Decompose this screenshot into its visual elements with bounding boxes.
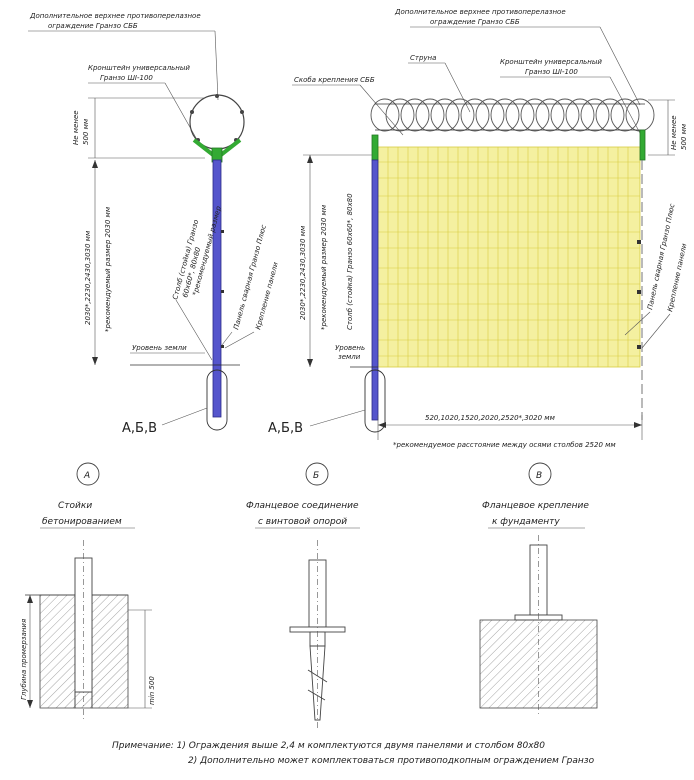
left-footing [206,369,228,431]
detail-c-letter: В [536,471,542,481]
right-clip-label: Скоба крепления СББ [294,76,375,84]
right-dim-recommended: *рекомендуемый размер 2030 мм [320,204,328,330]
detail-b-title-2: с винтовой опорой [258,517,347,527]
left-fixing-label: Крепление панели [254,261,280,331]
detail-c-title-2: к фундаменту [492,517,560,527]
detail-a-letter: А [83,471,90,481]
left-bracket-label-1: Кронштейн универсальный [88,64,190,72]
detail-c-title-1: Фланцевое крепление [482,501,589,511]
left-post [212,159,222,366]
right-span-label: 520,1020,1520,2020,2520*,3020 мм [425,414,556,422]
detail-a-title-2: бетонированием [42,517,122,527]
right-fixing-label: Крепление панели [666,242,688,312]
detail-a-min-label: min 500 [148,676,156,705]
right-front-view: Дополнительное верхнее противоперелазное… [268,8,689,449]
notes: Примечание: 1) Ограждения выше 2,4 м ком… [112,741,595,766]
left-bracket-label-2: Гранзо ШI-100 [100,74,153,82]
left-dim-height: 2030*,2230,2430,3030 мм [84,230,92,325]
left-top-label-1: Дополнительное верхнее противоперелазное [29,12,201,20]
left-ground-label: Уровень земли [132,344,187,352]
note-line-1: Примечание: 1) Ограждения выше 2,4 м ком… [112,741,545,751]
note-line-2: 2) Дополнительно может комплектоваться п… [188,756,595,766]
right-razor-coil [370,98,655,132]
right-ground-label-1: Уровень [335,344,365,352]
detail-a-depth-label: Глубина промерзания [20,619,28,700]
detail-a-title-1: Стойки [58,501,92,511]
right-ground-label-2: земли [338,353,361,361]
right-dim-min-2: 500 мм [680,123,688,150]
right-top-label-2: ограждение Гранзо СББ [430,18,520,26]
right-post-left [371,159,379,421]
right-panel-mesh [378,147,640,367]
detail-b-title-1: Фланцевое соединение [246,501,359,511]
detail-b: Б Фланцевое соединение с винтовой опорой [246,462,360,728]
detail-b-letter: Б [313,471,319,481]
left-dim-min-1: Не менее [72,110,80,145]
detail-a: А Стойки бетонированием Глубина промерза… [20,462,156,720]
right-span-recommended: *рекомендуемое расстояние между осями ст… [393,441,616,449]
right-string-label: Струна [410,54,436,62]
right-dim-min-1: Не менее [670,115,678,150]
right-variants: А,Б,В [268,421,303,436]
right-post-label: Столб (стойка) Гранзо 60х60*, 80х80 [346,193,354,330]
left-dim-recommended: *рекомендуемый размер 2030 мм [104,206,112,332]
left-variants: А,Б,В [122,421,157,436]
right-bracket-label-1: Кронштейн универсальный [500,58,602,66]
left-side-view: Дополнительное верхнее противоперелазное… [28,12,280,436]
left-top-label-2: ограждение Гранзо СББ [48,22,138,30]
right-dim-height: 2030*,2230,2430,3030 мм [299,225,307,320]
right-top-label-1: Дополнительное верхнее противоперелазное [394,8,566,16]
right-panel [377,146,641,368]
right-bracket-label-2: Гранзо ШI-100 [525,68,578,76]
detail-c: В Фланцевое крепление к фундаменту [479,462,598,715]
left-dim-min-2: 500 мм [82,118,90,145]
